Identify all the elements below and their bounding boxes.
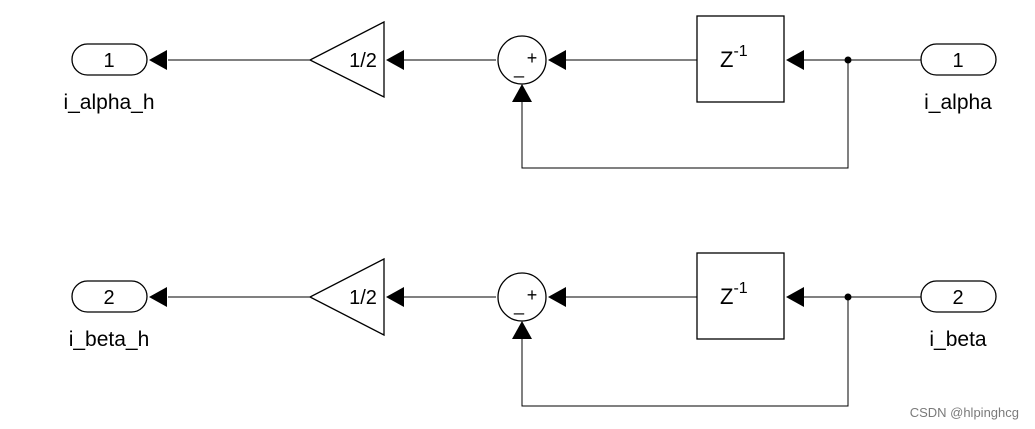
inport-number: 1 bbox=[952, 50, 963, 72]
outport-number: 1 bbox=[103, 50, 114, 72]
outport-1[interactable]: 1 bbox=[71, 43, 148, 76]
wire-feedback-2 bbox=[521, 297, 849, 407]
gain-block-2[interactable]: 1/2 bbox=[308, 257, 385, 337]
sum-1-right-input-arrow bbox=[548, 50, 566, 70]
outport-label: i_beta_h bbox=[69, 328, 150, 351]
wire-feedback-1 bbox=[521, 60, 849, 169]
sum-block-2[interactable]: + _ bbox=[497, 272, 547, 322]
outport-1-arrow bbox=[149, 50, 167, 70]
gain-value: 1/2 bbox=[349, 50, 377, 72]
sum-minus-sign: _ bbox=[513, 295, 525, 316]
inport-label: i_beta bbox=[929, 328, 987, 351]
watermark: CSDN @hlpinghcg bbox=[910, 405, 1019, 420]
gain-2-input-arrow bbox=[386, 287, 404, 307]
delay-2-input-arrow bbox=[786, 287, 804, 307]
sum-block-1[interactable]: + _ bbox=[497, 35, 547, 85]
inport-2[interactable]: 2 bbox=[920, 280, 997, 313]
delay-label: Z-1 bbox=[720, 280, 748, 309]
sum-plus-sign: + bbox=[527, 48, 538, 68]
inport-label: i_alpha bbox=[924, 91, 992, 114]
outport-number: 2 bbox=[103, 287, 114, 309]
inport-number: 2 bbox=[952, 287, 963, 309]
sum-plus-sign: + bbox=[527, 285, 538, 305]
unit-delay-block-1[interactable]: Z-1 bbox=[696, 15, 785, 103]
row-alpha: 1 i_alpha_h 1/2 + _ Z-1 1 i_alpha bbox=[63, 15, 997, 169]
branch-point-2 bbox=[844, 293, 852, 301]
row-beta: 2 i_beta_h 1/2 + _ Z-1 2 i_beta bbox=[69, 252, 997, 407]
sum-2-bottom-input-arrow bbox=[512, 321, 532, 339]
delay-1-input-arrow bbox=[786, 50, 804, 70]
sum-2-right-input-arrow bbox=[548, 287, 566, 307]
branch-point-1 bbox=[844, 56, 852, 64]
outport-2-arrow bbox=[149, 287, 167, 307]
inport-1[interactable]: 1 bbox=[920, 43, 997, 76]
outport-label: i_alpha_h bbox=[63, 91, 154, 114]
delay-label: Z-1 bbox=[720, 43, 748, 72]
gain-1-input-arrow bbox=[386, 50, 404, 70]
gain-value: 1/2 bbox=[349, 287, 377, 309]
unit-delay-block-2[interactable]: Z-1 bbox=[696, 252, 785, 340]
sum-1-bottom-input-arrow bbox=[512, 84, 532, 102]
sum-minus-sign: _ bbox=[513, 58, 525, 79]
gain-block-1[interactable]: 1/2 bbox=[308, 20, 385, 99]
outport-2[interactable]: 2 bbox=[71, 280, 148, 313]
